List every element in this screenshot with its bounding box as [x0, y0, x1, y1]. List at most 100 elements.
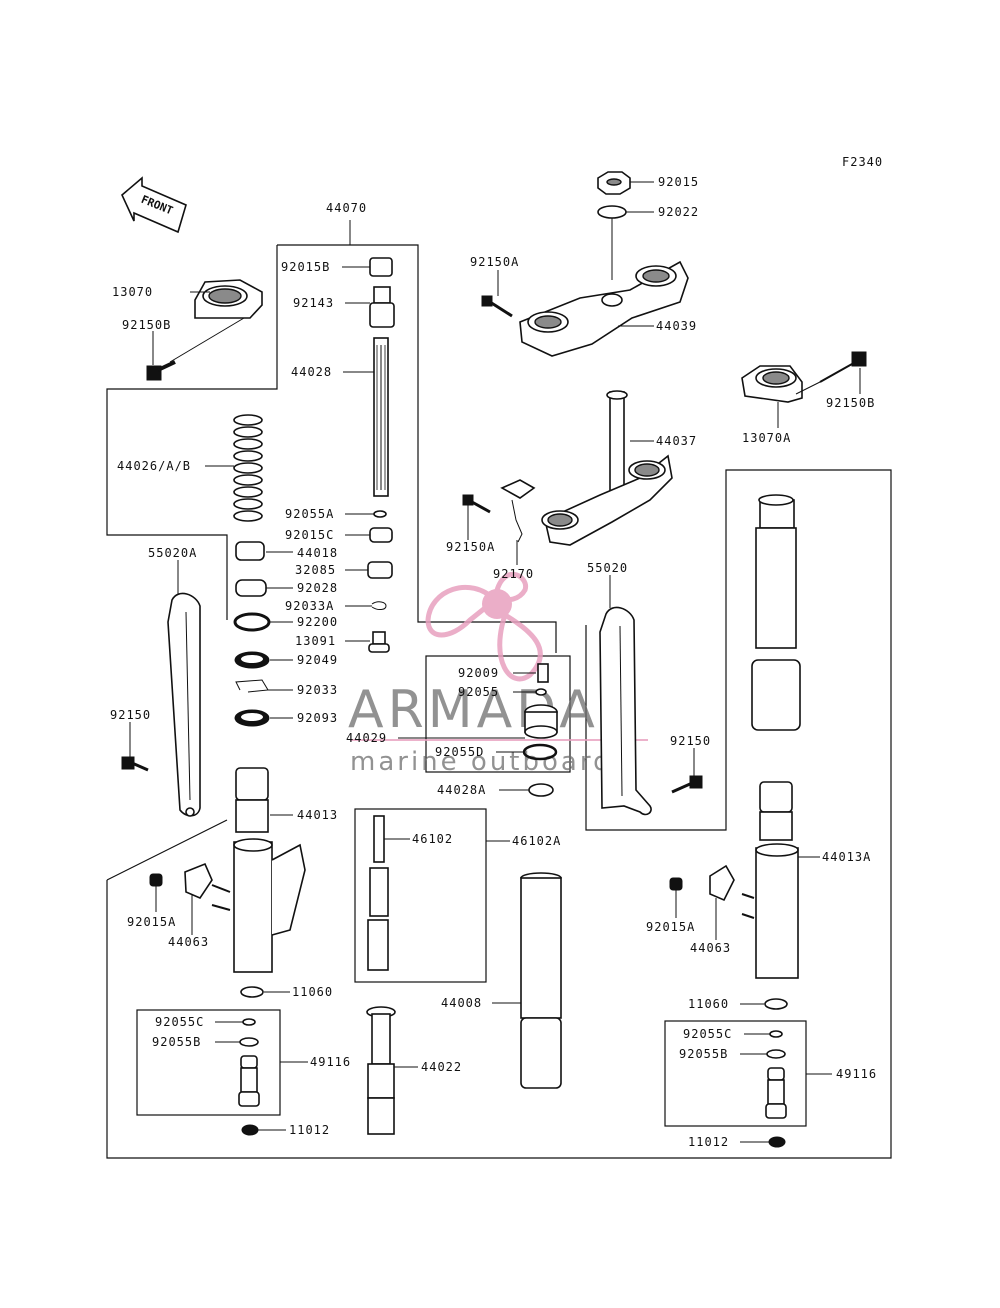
- clamp-44063-left-icon: [184, 862, 231, 911]
- part-label: 32085: [295, 563, 336, 577]
- part-label: 49116: [310, 1055, 351, 1069]
- clamp-13070-icon: [194, 279, 263, 319]
- part-label: 92150A: [446, 540, 495, 554]
- part-label: 92015A: [127, 915, 176, 929]
- part-label: 55020: [587, 561, 628, 575]
- part-label: 92055: [458, 685, 499, 699]
- cap-44028a-icon: [528, 783, 554, 797]
- oring-92200-icon: [233, 612, 271, 632]
- cap-44029-icon: [524, 704, 558, 739]
- bolt-92150a-mid-icon: [462, 494, 491, 514]
- front-arrow-icon: FRONT: [121, 176, 187, 234]
- fork-guard-55020a-icon: [167, 592, 201, 817]
- bolt-92150-right-icon: [671, 775, 703, 794]
- oring-92055b-right-icon: [766, 1049, 786, 1059]
- washer-92022-icon: [597, 205, 627, 219]
- part-label: 92055A: [285, 507, 334, 521]
- bushing-32085-icon: [367, 561, 393, 579]
- ring-92055a-icon: [373, 510, 387, 518]
- nut-92015c-icon: [369, 527, 393, 543]
- part-label: 44028: [291, 365, 332, 379]
- part-label: 44029: [346, 731, 387, 745]
- washer-11060-left-icon: [240, 986, 264, 998]
- clip-92033a-icon: [371, 601, 387, 610]
- part-label: 92055D: [435, 745, 484, 759]
- bolt-92150-left-icon: [121, 756, 149, 772]
- fork-tube-44013a-icon: [755, 781, 799, 979]
- part-label: 11060: [688, 997, 729, 1011]
- part-label: 92009: [458, 666, 499, 680]
- part-label: 13091: [295, 634, 336, 648]
- part-label: 92143: [293, 296, 334, 310]
- part-label: 92150B: [122, 318, 171, 332]
- cylinder-44022-icon: [366, 1006, 396, 1135]
- part-label: 92200: [297, 615, 338, 629]
- rod-44028-icon: [373, 337, 389, 497]
- clamp-44063-right-icon: [709, 864, 755, 919]
- part-label: 44063: [690, 941, 731, 955]
- clip-92033-icon: [235, 679, 269, 693]
- clamp-13070a-icon: [741, 365, 803, 403]
- leader-lines: [129, 181, 861, 1143]
- fork-tube-44013-icon: [233, 767, 306, 973]
- part-label: 44037: [656, 434, 697, 448]
- part-label: 92033: [297, 683, 338, 697]
- plug-13091-icon: [368, 631, 390, 653]
- ring-92055-icon: [535, 688, 547, 696]
- outer-tube-right-icon: [751, 494, 801, 731]
- part-label: 44008: [441, 996, 482, 1010]
- bracket-92170-icon: [500, 479, 536, 543]
- propeller-icon: [425, 571, 543, 682]
- nut-11012-left-icon: [241, 1124, 259, 1136]
- part-label: 44026/A/B: [117, 459, 191, 473]
- part-label: 92150A: [470, 255, 519, 269]
- washer-11060-right-icon: [764, 998, 788, 1010]
- part-label: 44063: [168, 935, 209, 949]
- valve-49116-left-icon: [238, 1055, 260, 1107]
- part-label: 92150B: [826, 396, 875, 410]
- damper-rod-46102-icon: [367, 815, 389, 971]
- nut-92015b-icon: [369, 257, 393, 277]
- oring-92055c-right-icon: [769, 1030, 783, 1038]
- part-label: 92055C: [155, 1015, 204, 1029]
- part-label: 44013: [297, 808, 338, 822]
- part-label: 46102A: [512, 834, 561, 848]
- nut-92015-icon: [597, 171, 631, 195]
- part-label: 13070: [112, 285, 153, 299]
- part-label: 92150: [110, 708, 151, 722]
- part-label: 44070: [326, 201, 367, 215]
- part-label: 92022: [658, 205, 699, 219]
- figure-code: F2340: [842, 155, 883, 169]
- steering-stem-44037-icon: [541, 390, 673, 546]
- bolt-92150b-right-icon: [819, 351, 867, 383]
- spring-44026-icon: [233, 414, 263, 522]
- bushing-44018-icon: [235, 541, 265, 561]
- part-label: 92015C: [285, 528, 334, 542]
- bolt-92150a-top-icon: [481, 295, 513, 318]
- part-label: 44022: [421, 1060, 462, 1074]
- nut-92015a-left-icon: [149, 873, 163, 887]
- part-label: 13070A: [742, 431, 791, 445]
- upper-bracket-44039-icon: [519, 260, 689, 357]
- oring-92055c-left-icon: [242, 1018, 256, 1026]
- part-label: 92055C: [683, 1027, 732, 1041]
- part-label: 44028A: [437, 783, 486, 797]
- part-label: 92015B: [281, 260, 330, 274]
- bolt-92150b-left-icon: [146, 360, 176, 381]
- nut-92015a-right-icon: [669, 877, 683, 891]
- part-label: 92170: [493, 567, 534, 581]
- part-label: 92150: [670, 734, 711, 748]
- collar-92143-icon: [369, 286, 395, 328]
- part-label: 49116: [836, 1067, 877, 1081]
- part-label: 11012: [688, 1135, 729, 1149]
- seal-92049-icon: [234, 651, 270, 669]
- inner-tube-44008-icon: [520, 872, 562, 1089]
- part-label: 92055B: [152, 1035, 201, 1049]
- part-label: 44013A: [822, 850, 871, 864]
- part-label: 55020A: [148, 546, 197, 560]
- part-label: 92033A: [285, 599, 334, 613]
- nut-11012-right-icon: [768, 1136, 786, 1148]
- part-label: 46102: [412, 832, 453, 846]
- part-label: 11060: [292, 985, 333, 999]
